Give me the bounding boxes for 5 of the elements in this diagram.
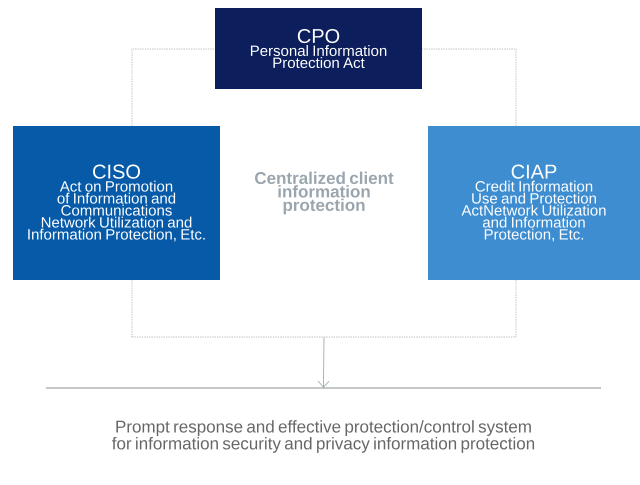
role-box: CIAP Credit Information Use and Protection ActNetwork Utilization and Information Protection, Etc.	[428, 126, 640, 280]
role-box: CPO Personal Information Protection Act	[215, 8, 422, 89]
arrow	[318, 336, 330, 388]
role-box: CISO Act on Promotion of Information and Communications Network Utilization and Information Protection, Etc.	[13, 126, 220, 280]
summary-text: Prompt response and effective protection/control system for information security and privacy information protection	[112, 420, 534, 453]
